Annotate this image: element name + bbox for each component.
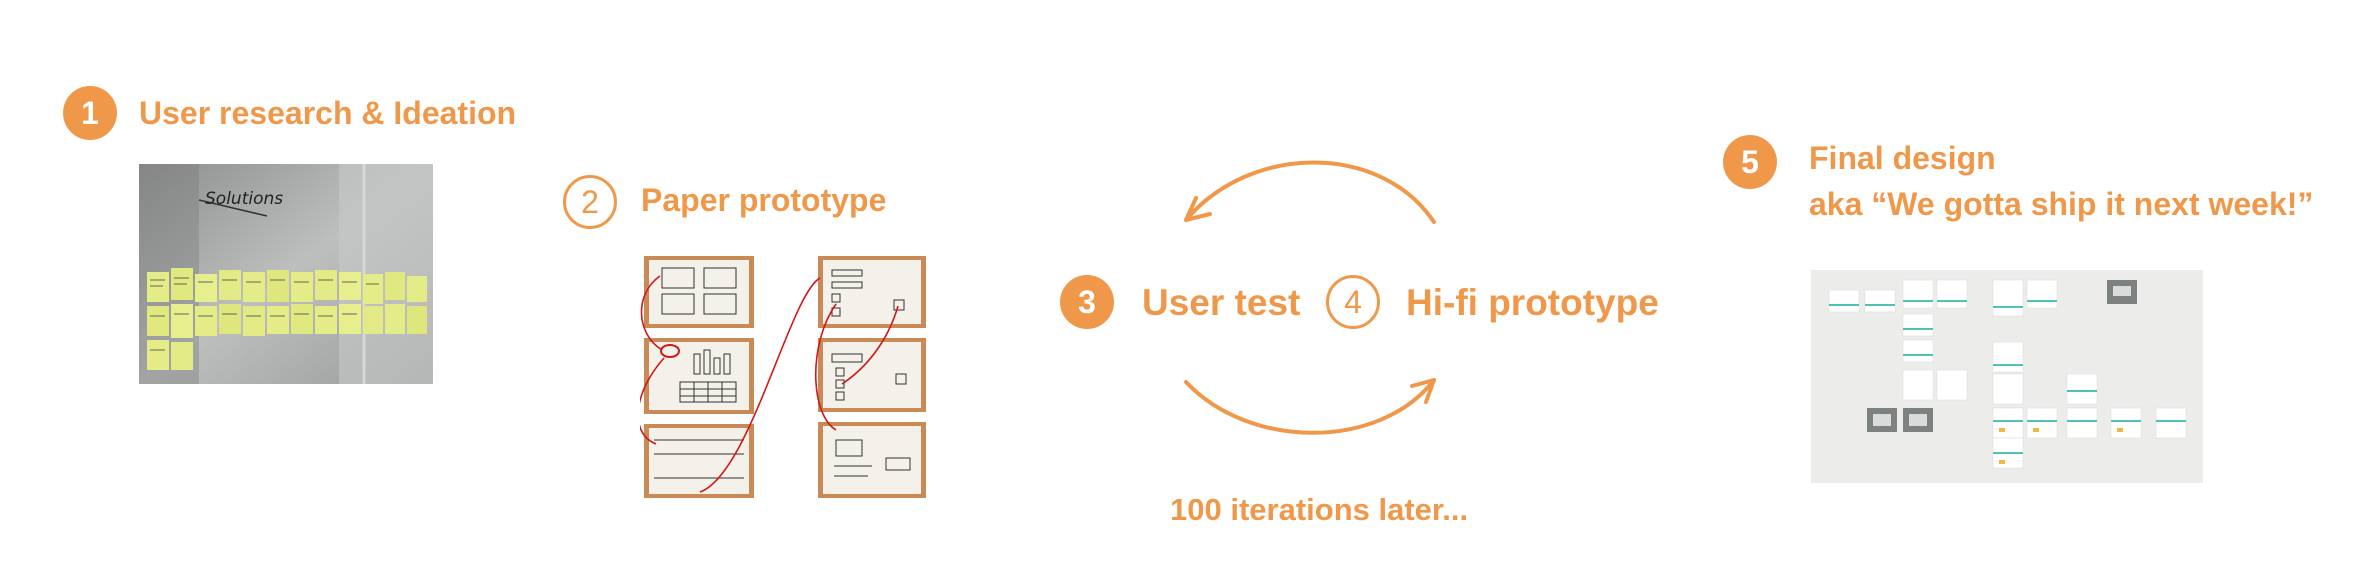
research-whiteboard-photo: Solutions [139,164,433,384]
step-5-title-line1: Final design [1809,140,1996,176]
step-3-badge: 3 [1060,275,1114,329]
step-1-badge: 1 [63,86,117,140]
whiteboard-heading: Solutions [205,189,283,209]
iterations-note: 100 iterations later... [1170,492,1469,527]
step-2-title: Paper prototype [641,182,887,218]
step-3-title: User test [1142,282,1301,323]
paper-prototype-sketches [640,254,930,500]
step-2-badge: 2 [563,175,617,229]
arrow-to-hifi-prototype [1184,378,1436,435]
step-5-badge: 5 [1723,135,1777,189]
step-5-title-line2: aka “We gotta ship it next week!” [1809,186,2314,222]
step-1-title: User research & Ideation [139,95,517,131]
iteration-cycle-arrows [1184,160,1436,435]
step-4-badge: 4 [1326,275,1380,329]
step-4-title: Hi-fi prototype [1406,282,1659,323]
final-design-screens-board [1811,270,2203,483]
arrow-back-to-user-test [1184,160,1436,224]
